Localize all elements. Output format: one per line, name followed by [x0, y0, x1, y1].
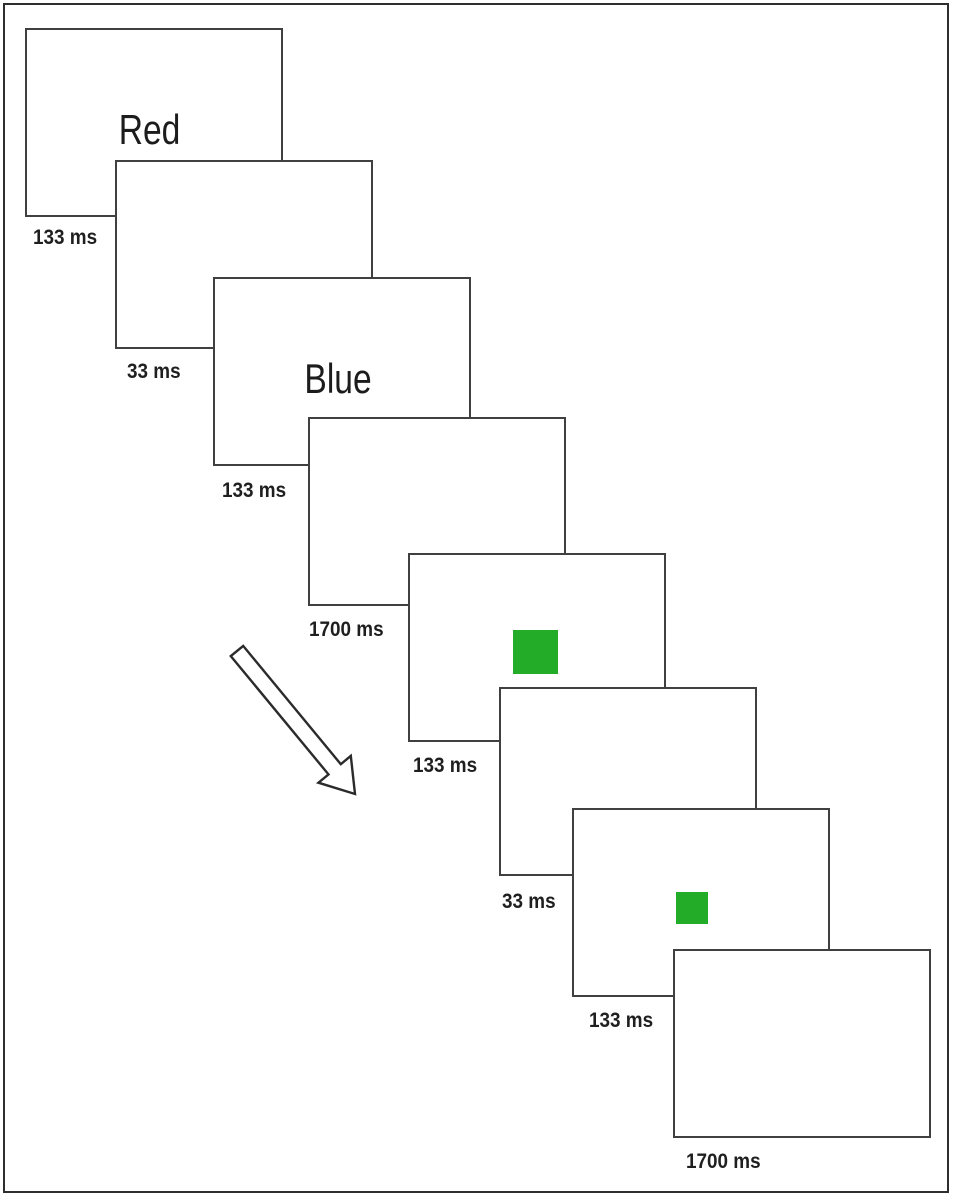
- figure-border: [3, 3, 949, 1193]
- screen-blank-4: [673, 949, 931, 1138]
- duration-label-8: 1700 ms: [686, 1150, 761, 1173]
- stimulus-word-red: Red: [119, 105, 181, 153]
- green-square-small: [676, 892, 708, 924]
- duration-label-4: 1700 ms: [309, 618, 384, 641]
- stimulus-word-blue: Blue: [304, 354, 372, 402]
- duration-label-5: 133 ms: [413, 754, 478, 777]
- duration-label-1: 133 ms: [33, 226, 98, 249]
- green-square-large: [513, 630, 558, 674]
- duration-label-7: 133 ms: [589, 1009, 654, 1032]
- duration-label-6: 33 ms: [502, 890, 556, 913]
- duration-label-3: 133 ms: [222, 479, 287, 502]
- duration-label-2: 33 ms: [127, 360, 181, 383]
